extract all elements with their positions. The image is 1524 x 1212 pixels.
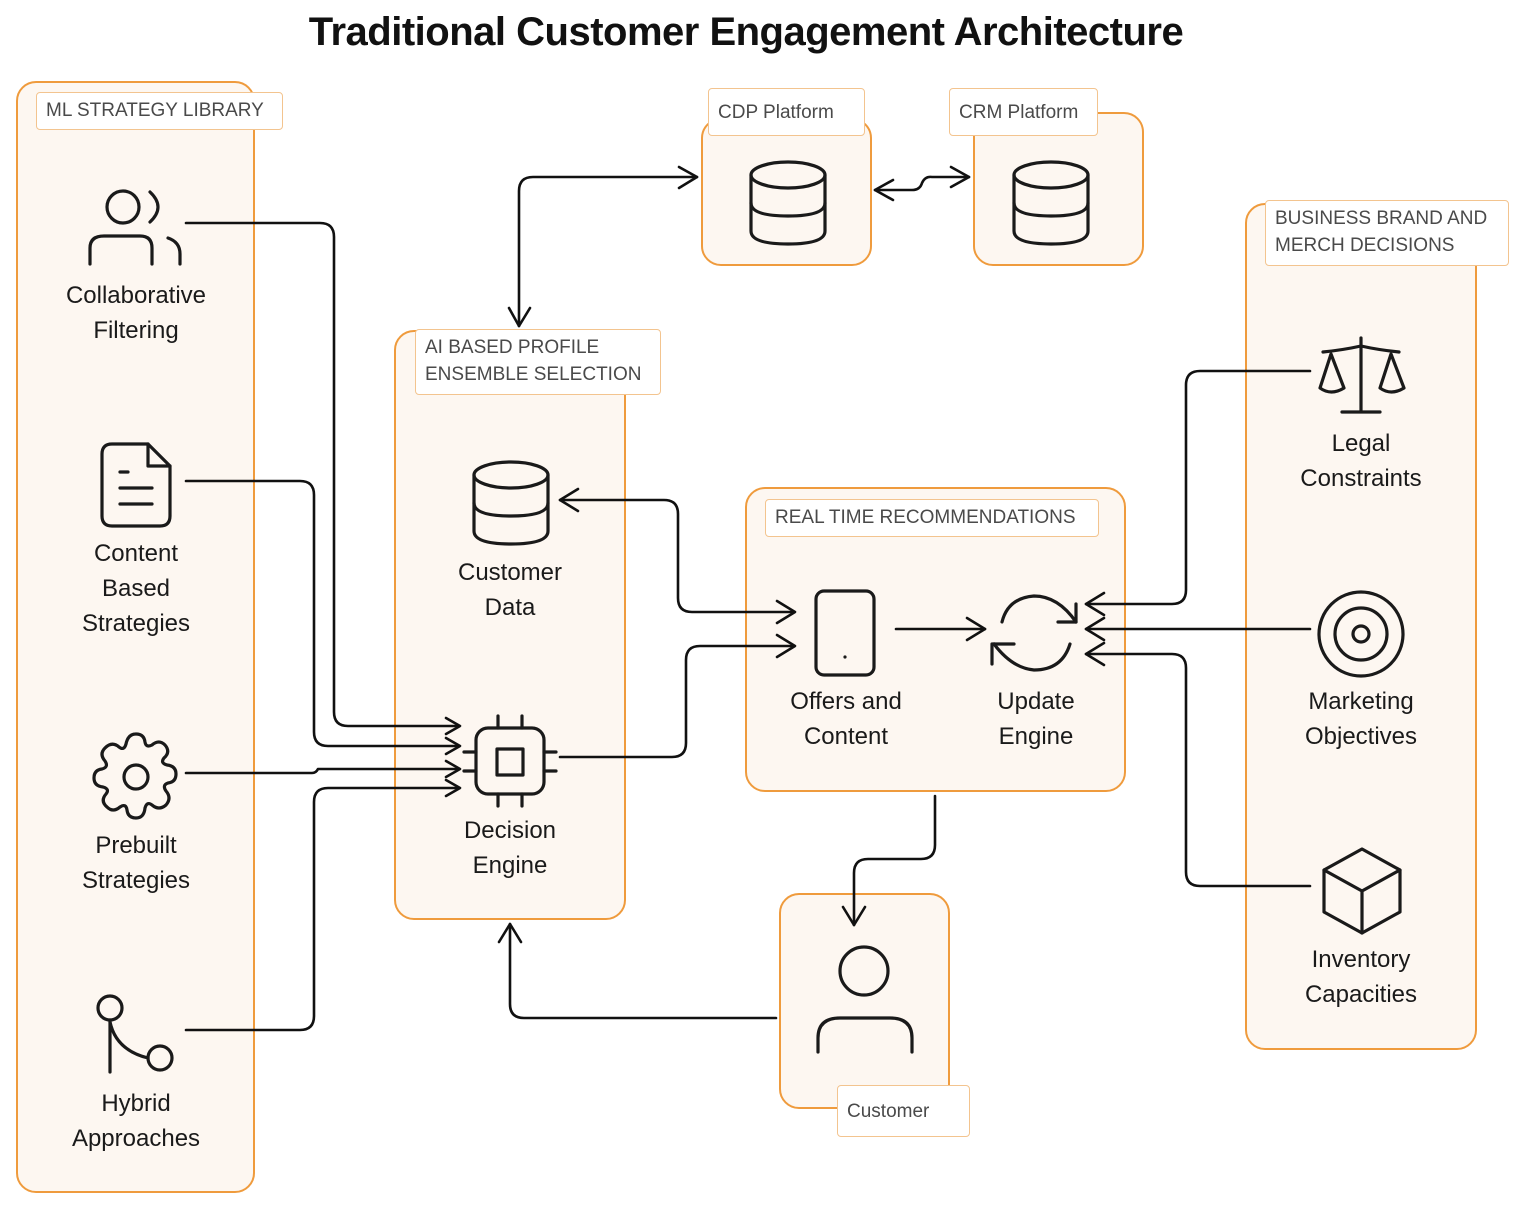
diagram-title: Traditional Customer Engagement Architec… bbox=[308, 10, 1184, 54]
gear-icon bbox=[92, 732, 178, 820]
users-icon bbox=[88, 189, 182, 266]
update-engine-label: Update Engine bbox=[997, 688, 1075, 750]
customer-title: Customer bbox=[837, 1085, 970, 1137]
ml-strategy-library-title: ML STRATEGY LIBRARY bbox=[36, 92, 283, 130]
arrowhead-cdp bbox=[677, 165, 699, 190]
connector-cdp-to-ai-profile bbox=[517, 175, 699, 328]
offers-and-content-label: Offers and Content bbox=[790, 688, 902, 750]
ai-profile-ensemble-title: AI BASED PROFILE ENSEMBLE SELECTION bbox=[415, 329, 661, 395]
refresh-icon bbox=[990, 594, 1078, 672]
hybrid-approaches-label: Hybrid Approaches bbox=[71, 1090, 201, 1152]
target-icon bbox=[1317, 590, 1405, 678]
arrowhead-ai-profile bbox=[507, 306, 532, 328]
legal-constraints-label: Legal Constraints bbox=[1300, 430, 1422, 492]
decision-engine-label: Decision Engine bbox=[463, 817, 557, 879]
arrowhead-crm-right bbox=[949, 165, 971, 189]
content-based-strategies-label: Content Based Strategies bbox=[81, 540, 191, 637]
marketing-objectives-label: Marketing Objectives bbox=[1304, 688, 1418, 750]
cdp-platform-group bbox=[701, 118, 872, 266]
connector-customer-to-decision bbox=[508, 922, 778, 1020]
crm-platform-title: CRM Platform bbox=[949, 88, 1098, 136]
real-time-recommendations-group bbox=[745, 487, 1126, 792]
arrowhead-cdp-left bbox=[873, 178, 895, 202]
cpu-icon bbox=[462, 714, 558, 808]
scale-icon bbox=[1318, 336, 1406, 414]
cube-icon bbox=[1322, 847, 1402, 935]
customer-data-database-icon bbox=[472, 460, 550, 546]
connector-cdp-crm bbox=[873, 175, 971, 192]
arrowhead-decision-bottom bbox=[497, 922, 523, 944]
customer-data-label: Customer Data bbox=[457, 559, 563, 621]
document-icon bbox=[100, 442, 172, 528]
mobile-device-icon bbox=[814, 589, 876, 677]
crm-database-icon bbox=[1012, 160, 1090, 246]
cdp-database-icon bbox=[749, 160, 827, 246]
prebuilt-strategies-label: Prebuilt Strategies bbox=[81, 832, 191, 894]
customer-group bbox=[779, 893, 950, 1109]
real-time-recommendations-title: REAL TIME RECOMMENDATIONS bbox=[765, 499, 1099, 537]
user-icon bbox=[816, 945, 914, 1054]
cdp-platform-title: CDP Platform bbox=[708, 88, 865, 136]
inventory-capacities-label: Inventory Capacities bbox=[1304, 946, 1418, 1008]
branch-icon bbox=[96, 994, 174, 1074]
collaborative-filtering-label: Collaborative Filtering bbox=[65, 282, 207, 344]
business-brand-merch-title: BUSINESS BRAND AND MERCH DECISIONS bbox=[1265, 200, 1509, 266]
